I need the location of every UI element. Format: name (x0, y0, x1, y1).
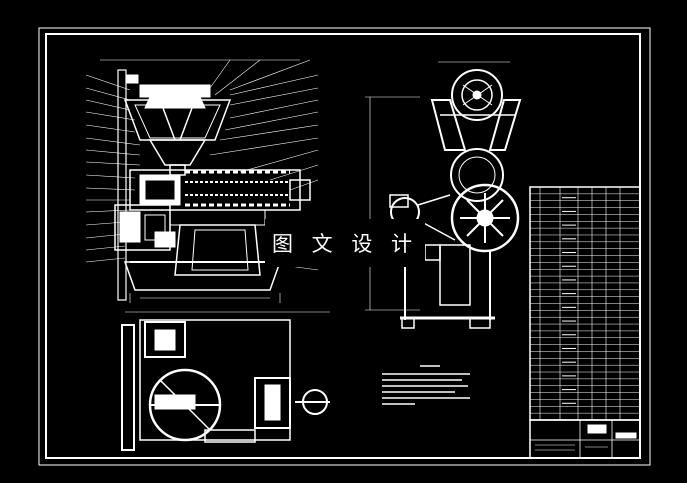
front-section-view (85, 59, 319, 303)
leader-lines-right (204, 59, 319, 271)
parts-list (529, 186, 641, 421)
title-block (529, 419, 641, 459)
outer-frame (38, 27, 651, 466)
technical-notes (382, 365, 470, 405)
plan-view (121, 311, 330, 451)
side-view (365, 61, 522, 329)
watermark: 图 文 设 计 (265, 219, 425, 267)
watermark-text: 图 文 设 计 (271, 232, 419, 256)
